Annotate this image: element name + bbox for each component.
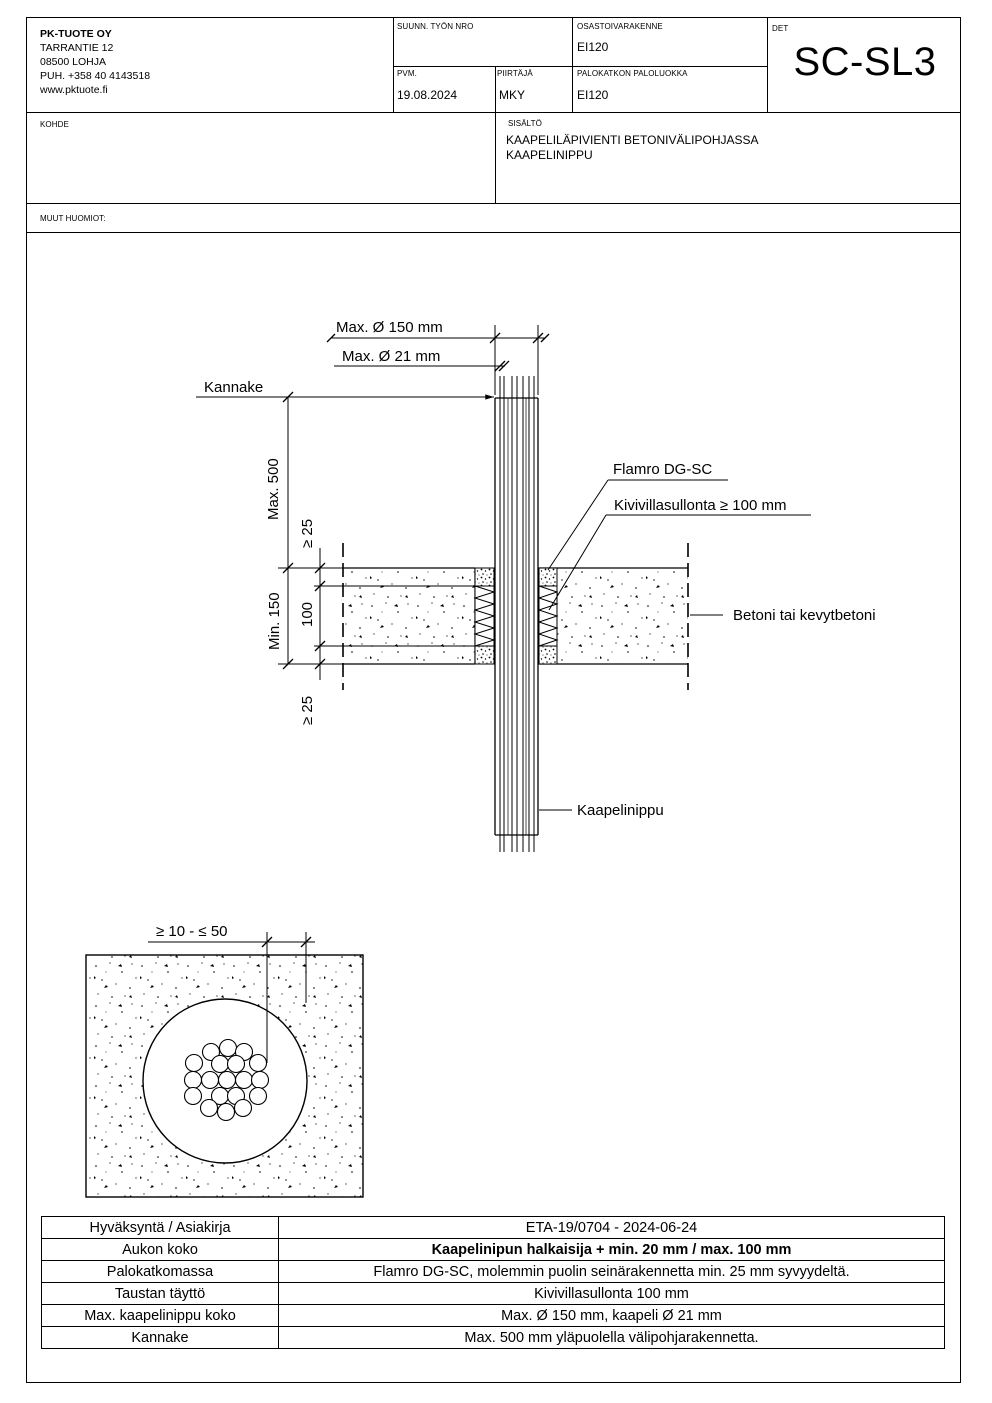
concrete-slab-section xyxy=(342,543,689,690)
dim-bundle-diameter-text: Max. Ø 150 mm xyxy=(336,319,443,336)
bundle-label: Kaapelinippu xyxy=(577,802,664,819)
company-info: PK-TUOTE OY TARRANTIE 12 08500 LOHJA PUH… xyxy=(40,27,150,97)
col-line-1 xyxy=(393,17,394,112)
concrete-slab-right xyxy=(557,568,688,664)
spec-value: Kivivillasullonta 100 mm xyxy=(278,1282,945,1305)
spec-key: Aukon koko xyxy=(41,1238,279,1261)
col-line-2 xyxy=(572,17,573,112)
support-leader: Kannake xyxy=(196,379,494,400)
det-code: SC-SL3 xyxy=(793,40,937,84)
osasto-label: OSASTOIVARAKENNE xyxy=(577,22,663,31)
company-street: TARRANTIE 12 xyxy=(40,42,114,54)
sisalto-line-2: KAAPELINIPPU xyxy=(506,148,593,162)
spec-key: Hyväksyntä / Asiakirja xyxy=(41,1216,279,1239)
company-name: PK-TUOTE OY xyxy=(40,28,112,40)
right-labels: Flamro DG-SC Kivivillasullonta ≥ 100 mm … xyxy=(539,461,876,819)
plan-view: ≥ 10 - ≤ 50 xyxy=(85,923,364,1198)
concrete-slab-left xyxy=(343,568,475,664)
dim-top-depth-text: ≥ 25 xyxy=(299,519,316,548)
col-line-sisalto xyxy=(495,112,496,203)
muut-bottom-line xyxy=(26,232,961,233)
company-postal: 08500 LOHJA xyxy=(40,56,106,68)
spec-key: Taustan täyttö xyxy=(41,1282,279,1305)
dim-wool-text: 100 xyxy=(299,602,316,627)
dim-slab-text: Min. 150 xyxy=(266,592,283,650)
sealant-bottom-left xyxy=(474,645,495,665)
sealant-and-wool xyxy=(473,567,559,665)
spec-key: Palokatkomassa xyxy=(41,1260,279,1283)
drawing-frame xyxy=(26,17,961,1383)
spec-value: ETA-19/0704 - 2024-06-24 xyxy=(278,1216,945,1239)
det-label: DET xyxy=(772,24,789,33)
company-web: www.pktuote.fi xyxy=(40,84,108,96)
suunn-label: SUUNN. TYÖN NRO xyxy=(397,22,474,31)
vertical-dimensions: Max. 500 ≥ 25 Min. 150 100 ≥ 25 xyxy=(265,391,475,725)
spec-value: Max. 500 mm yläpuolella välipohjarakenne… xyxy=(278,1326,945,1349)
spec-value: Max. Ø 150 mm, kaapeli Ø 21 mm xyxy=(278,1304,945,1327)
dim-bundle-diameter: Max. Ø 150 mm xyxy=(326,319,550,395)
sisalto-line-1: KAAPELILÄPIVIENTI BETONIVÄLIPOHJASSA xyxy=(506,133,759,147)
dim-cable-diameter: Max. Ø 21 mm xyxy=(334,348,510,372)
spec-key: Kannake xyxy=(41,1326,279,1349)
mineral-wool-right xyxy=(537,585,559,647)
mineral-wool-left xyxy=(473,585,496,647)
sealant-bottom-right xyxy=(538,645,558,665)
kohde-label: KOHDE xyxy=(40,120,69,129)
company-phone: PUH. +358 40 4143518 xyxy=(40,70,151,82)
wool-label: Kivivillasullonta ≥ 100 mm xyxy=(614,497,786,514)
paloluokka-value: EI120 xyxy=(577,88,609,102)
sealant-top-left xyxy=(474,567,495,587)
cable-bundle-section xyxy=(494,376,539,852)
pvm-label: PVM. xyxy=(397,69,417,78)
sealant-top-right xyxy=(538,567,558,587)
plan-cable-bundle xyxy=(183,1038,270,1122)
kohde-bottom-line xyxy=(26,203,961,204)
titleblock-bottom-line xyxy=(26,112,961,113)
muut-label: MUUT HUOMIOT: xyxy=(40,214,106,223)
osasto-value: EI120 xyxy=(577,40,609,54)
sisalto-content: KAAPELILÄPIVIENTI BETONIVÄLIPOHJASSA KAA… xyxy=(506,133,759,163)
piirtaja-label: PIIRTÄJÄ xyxy=(497,69,533,78)
dim-support-height-text: Max. 500 xyxy=(265,458,282,520)
concrete-label: Betoni tai kevytbetoni xyxy=(733,607,876,624)
col-line-3 xyxy=(767,17,768,112)
pvm-value: 19.08.2024 xyxy=(397,88,458,102)
plan-gap-dim-text: ≥ 10 - ≤ 50 xyxy=(156,923,228,940)
spec-value: Kaapelinipun halkaisija + min. 20 mm / m… xyxy=(278,1238,945,1261)
sealant-label: Flamro DG-SC xyxy=(613,461,712,478)
piirtaja-value: MKY xyxy=(499,88,526,102)
support-label: Kannake xyxy=(204,379,263,396)
dim-cable-diameter-text: Max. Ø 21 mm xyxy=(342,348,440,365)
spec-value: Flamro DG-SC, molemmin puolin seinäraken… xyxy=(278,1260,945,1283)
dim-bottom-depth-text: ≥ 25 xyxy=(299,696,316,725)
paloluokka-label: PALOKATKON PALOLUOKKA xyxy=(577,69,688,78)
sisalto-label: SISÄLTÖ xyxy=(508,119,542,128)
mid-row-line xyxy=(393,66,767,67)
col-line-piirtaja xyxy=(495,66,496,112)
spec-key: Max. kaapelinippu koko xyxy=(41,1304,279,1327)
